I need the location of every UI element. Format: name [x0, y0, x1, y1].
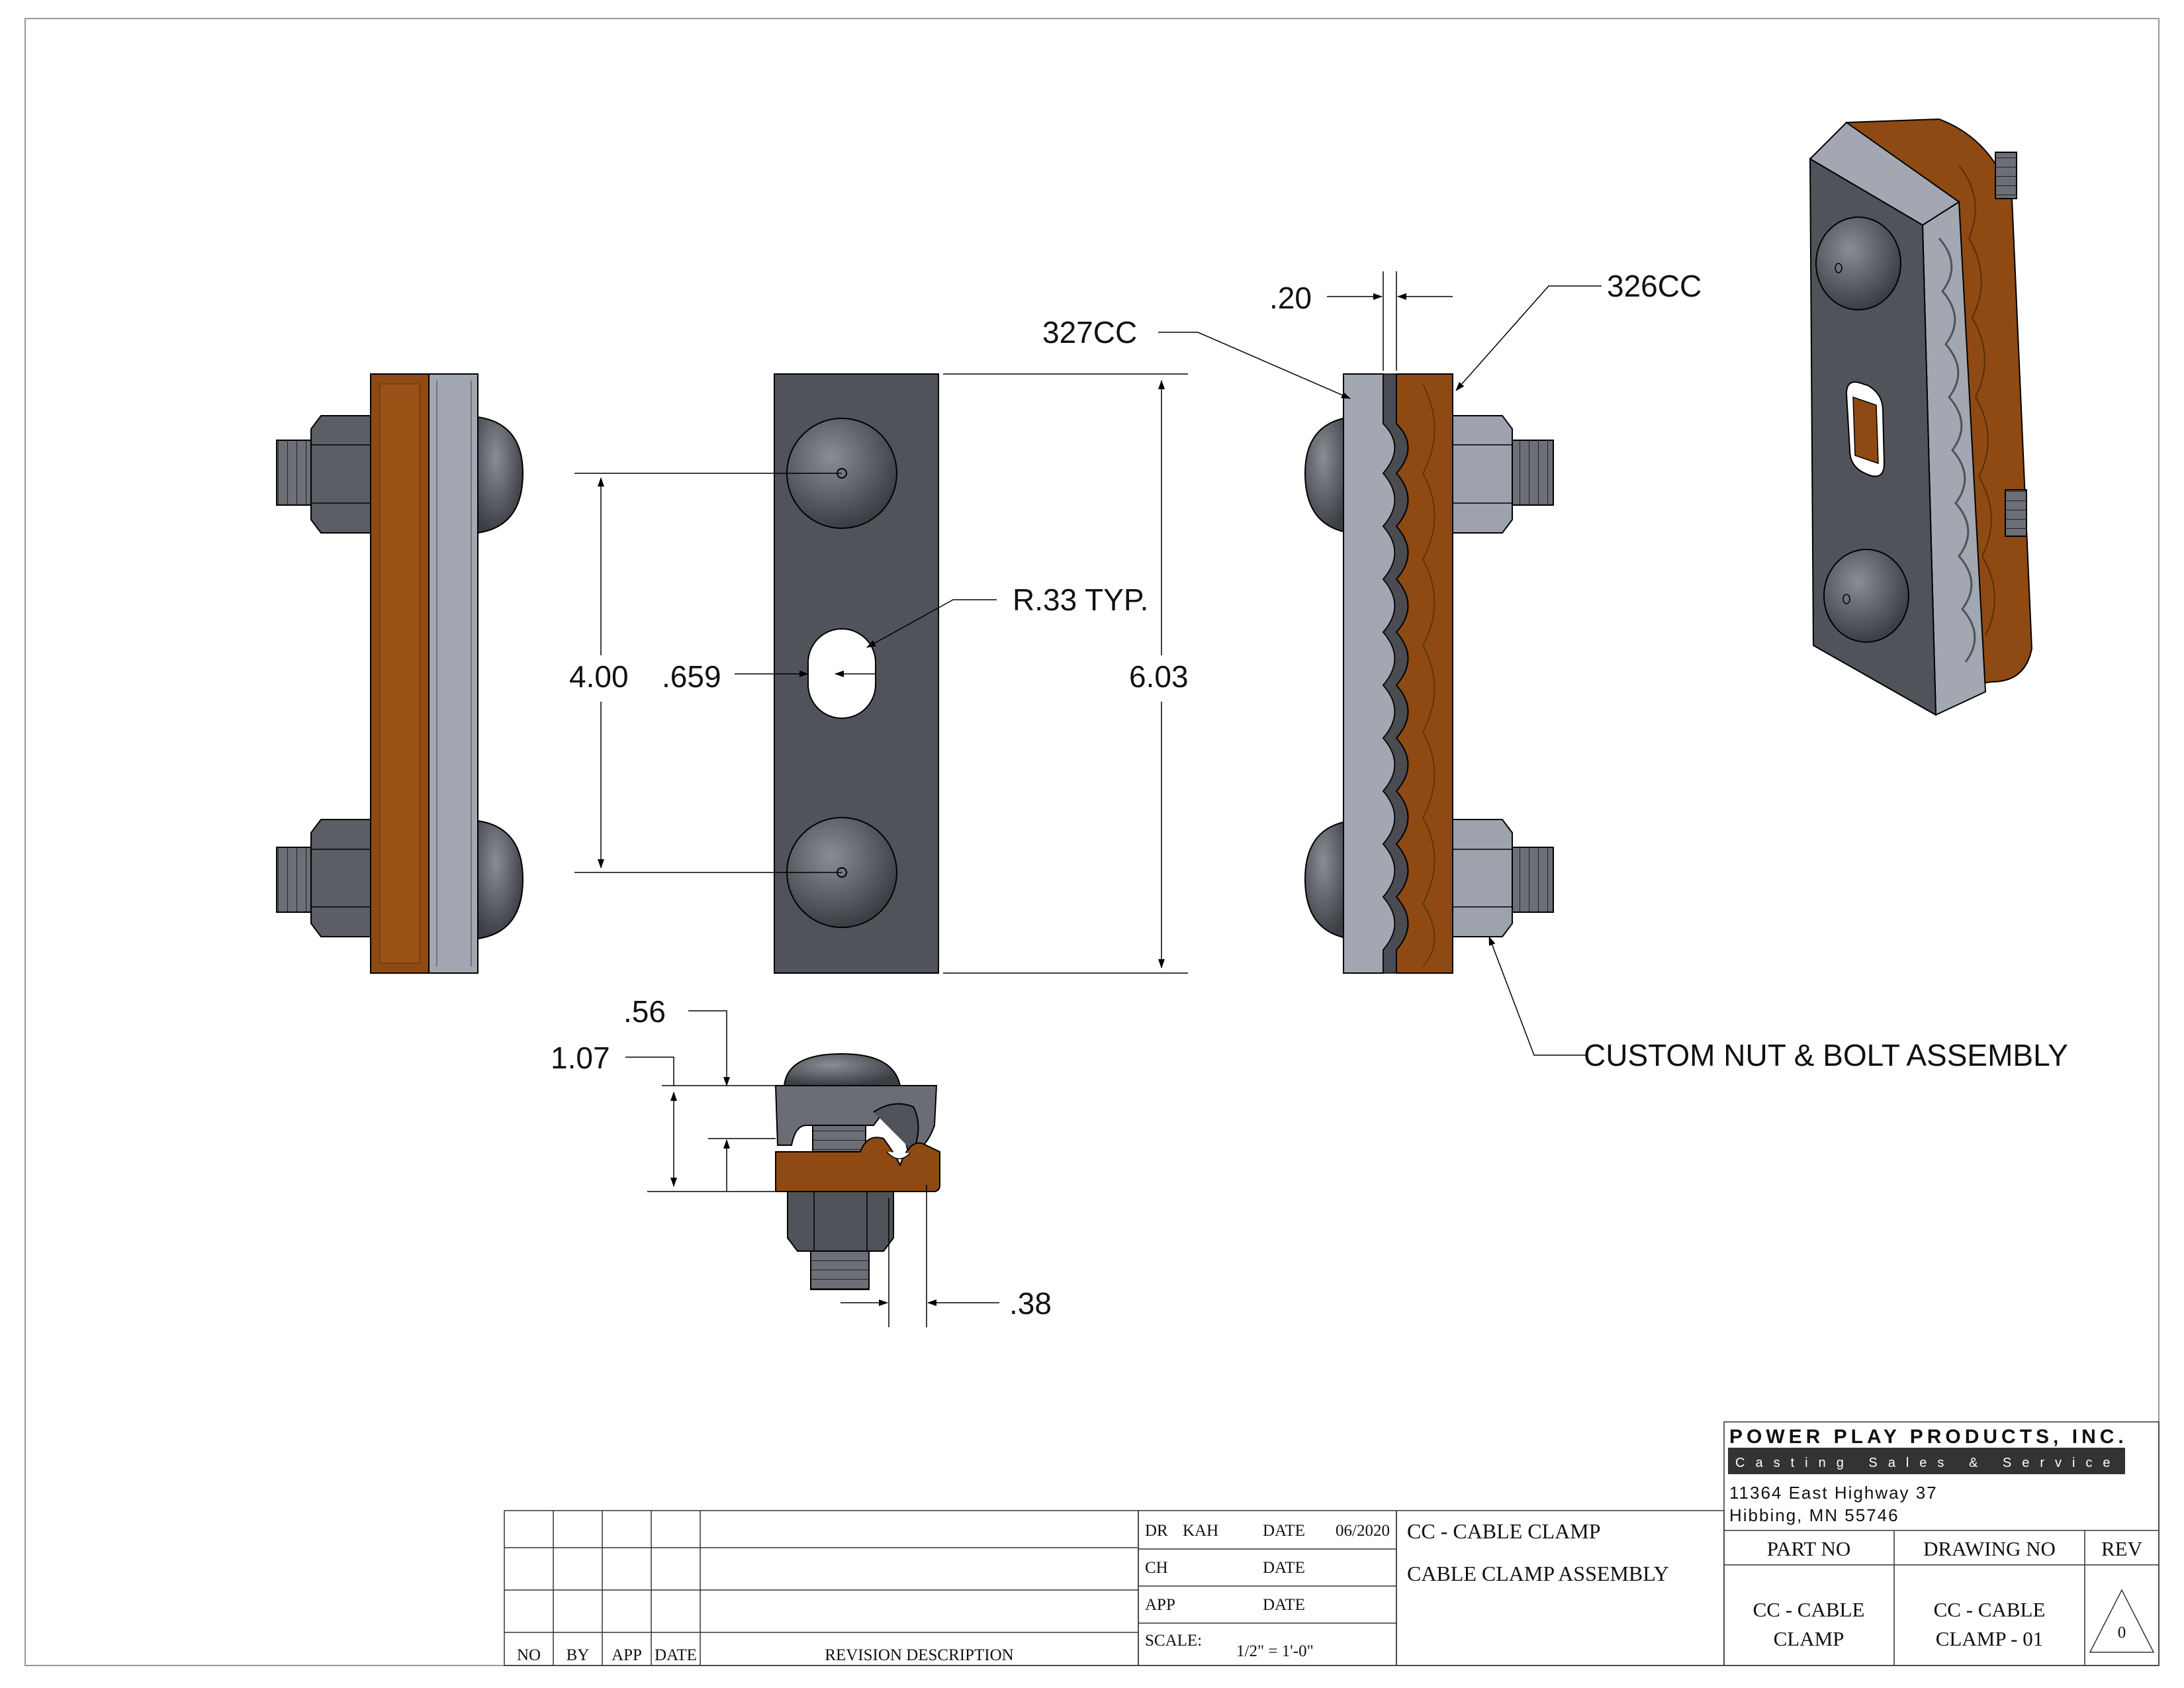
dr-value: KAH [1183, 1522, 1218, 1540]
company-tagline: Casting Sales & Service [1735, 1456, 2121, 1470]
app-date-label: DATE [1263, 1596, 1305, 1614]
company-address-2: Hibbing, MN 55746 [1729, 1505, 1899, 1525]
title-line-2: CABLE CLAMP ASSEMBLY [1407, 1562, 1669, 1585]
left-side-view [276, 373, 524, 974]
title-block [504, 1421, 2160, 1666]
rev-header-by: BY [567, 1646, 590, 1664]
dim-spacing: 4.00 [569, 659, 629, 694]
scale-label: SCALE: [1145, 1632, 1202, 1650]
rev-value: 0 [2118, 1624, 2126, 1642]
dim-height-b: 1.07 [551, 1041, 610, 1075]
rev-label: REV [2101, 1537, 2143, 1560]
front-view [574, 373, 1188, 974]
part-no-label: PART NO [1767, 1537, 1851, 1560]
dr-date-label: DATE [1263, 1522, 1305, 1540]
dim-length: 6.03 [1129, 659, 1189, 694]
dr-date-value: 06/2020 [1336, 1522, 1390, 1540]
drawing-no-label: DRAWING NO [1923, 1537, 2056, 1560]
company-name: POWER PLAY PRODUCTS, INC. [1729, 1426, 2128, 1448]
callout-326cc: 326CC [1607, 269, 1702, 303]
part-no-line-2: CLAMP [1774, 1627, 1844, 1650]
scale-value: 1/2" = 1'-0" [1236, 1642, 1314, 1660]
title-line-1: CC - CABLE CLAMP [1407, 1519, 1600, 1543]
rev-header-description: REVISION DESCRIPTION [825, 1646, 1013, 1664]
app-label: APP [1145, 1596, 1175, 1614]
dim-slot-width: .659 [662, 659, 721, 694]
isometric-view [1809, 118, 2033, 716]
drawing-no-line-2: CLAMP - 01 [1936, 1627, 2043, 1650]
end-view [625, 1010, 999, 1327]
part-no-line-1: CC - CABLE [1753, 1598, 1865, 1621]
drawing-no-line-1: CC - CABLE [1934, 1598, 2046, 1621]
dim-height-a: .56 [623, 994, 666, 1029]
callout-327cc: 327CC [1042, 315, 1137, 350]
dim-radius: R.33 TYP. [1013, 583, 1148, 617]
right-side-view [1158, 271, 1602, 1056]
rev-header-date: DATE [655, 1646, 697, 1664]
ch-date-label: DATE [1263, 1559, 1305, 1577]
dr-label: DR [1145, 1522, 1168, 1540]
callout-nut-bolt: CUSTOM NUT & BOLT ASSEMBLY [1584, 1038, 2068, 1072]
dim-thickness: .20 [1269, 281, 1312, 315]
dim-offset: .38 [1009, 1286, 1052, 1321]
rev-header-app: APP [612, 1646, 642, 1664]
company-address-1: 11364 East Highway 37 [1729, 1483, 1938, 1503]
rev-header-no: NO [517, 1646, 541, 1664]
ch-label: CH [1145, 1559, 1168, 1577]
